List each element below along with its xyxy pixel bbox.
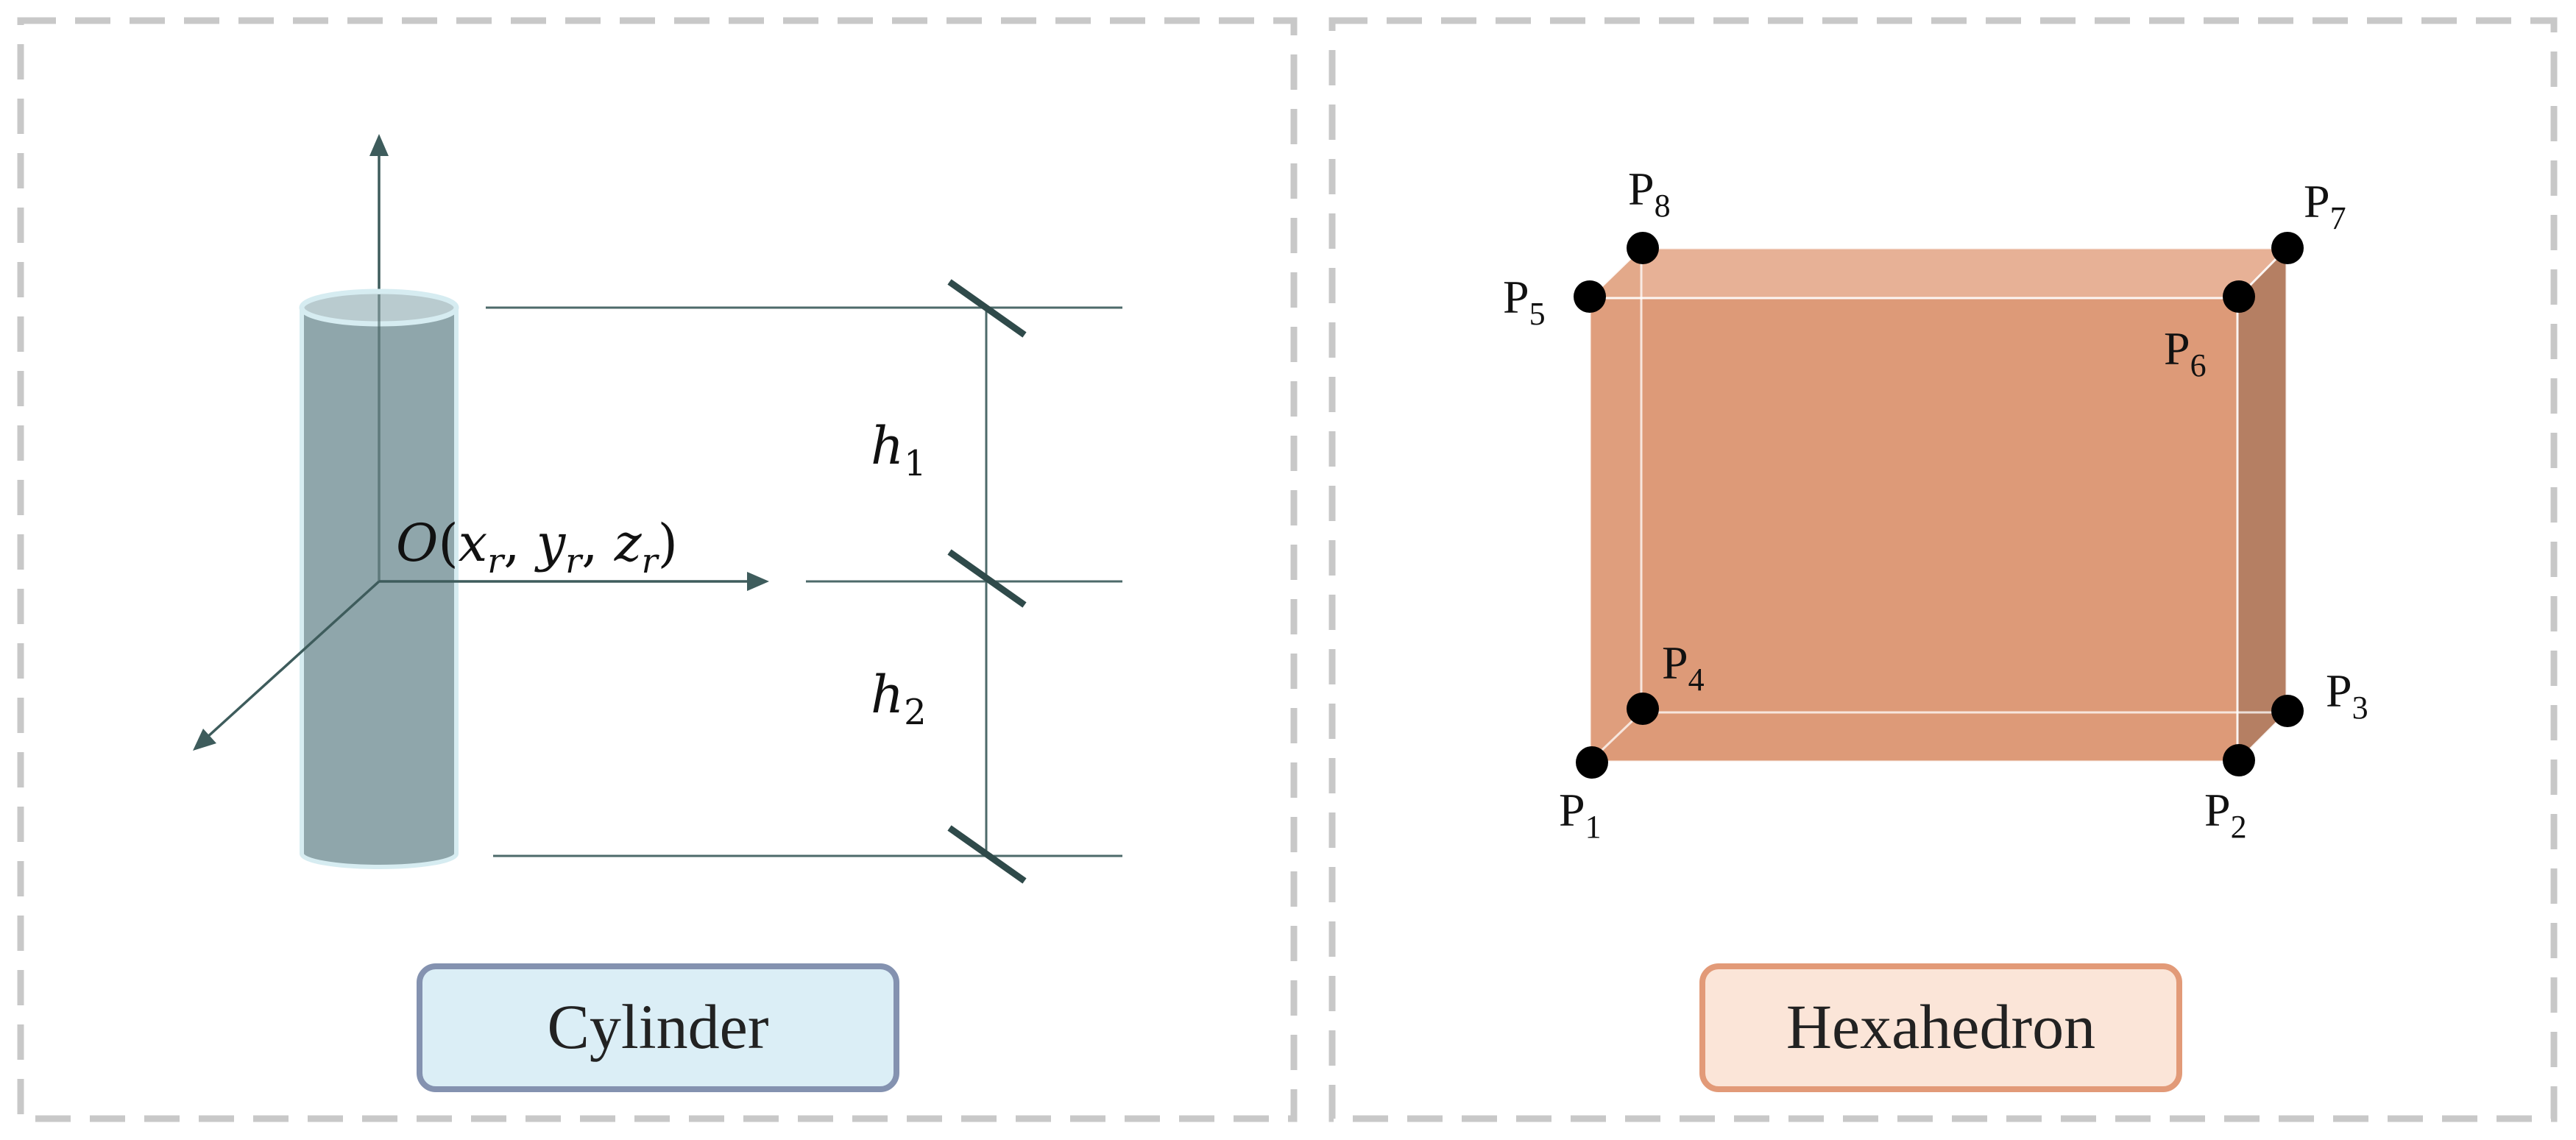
vertex-label-p6: P6 xyxy=(2164,322,2207,383)
vertex-p7 xyxy=(2271,232,2304,264)
origin-label: O(xr, yr, zr) xyxy=(396,513,678,581)
vertex-label-p5: P5 xyxy=(1503,271,1546,332)
vertex-label-p7: P7 xyxy=(2304,175,2346,236)
hexahedron-right-face xyxy=(2237,248,2287,762)
vertex-label-p3: P3 xyxy=(2326,665,2368,726)
cylinder-panel-frame xyxy=(17,17,1298,1122)
vertex-p6 xyxy=(2223,280,2255,313)
hexahedron-caption-text: Hexahedron xyxy=(1786,991,2095,1062)
vertex-p5 xyxy=(1574,280,1606,313)
hexahedron-shape xyxy=(1588,247,2290,763)
top-tick-mark xyxy=(947,279,1027,338)
hexahedron-panel: P1 P2 P3 P4 P5 P6 P7 P8 Hexahedron xyxy=(1328,17,2558,1122)
x-axis-arrowhead xyxy=(747,572,769,591)
h2-label: h2 xyxy=(871,665,927,733)
vertex-p8 xyxy=(1627,232,1659,264)
cylinder-shape xyxy=(299,288,459,869)
hexahedron-top-edges xyxy=(1588,247,2290,300)
cylinder-body xyxy=(300,305,459,869)
cylinder-panel: O(xr, yr, zr) h1 h2 Cylinder xyxy=(17,17,1298,1122)
z-axis-arrowhead xyxy=(369,134,389,156)
vertex-p1 xyxy=(1576,746,1608,779)
vertex-p3 xyxy=(2271,695,2304,727)
h1-label: h1 xyxy=(871,416,927,484)
vertex-p2 xyxy=(2223,744,2255,776)
y-axis-arrowhead xyxy=(193,729,216,751)
vertex-label-p1: P1 xyxy=(1559,784,1602,845)
vertex-label-p4: P4 xyxy=(1662,637,1705,698)
y-axis xyxy=(205,580,381,740)
vertex-label-p2: P2 xyxy=(2204,784,2247,845)
hexahedron-front-face xyxy=(1590,298,2237,762)
vertex-label-p8: P8 xyxy=(1628,163,1671,224)
hexahedron-left-face xyxy=(1590,248,1641,762)
vertex-p4 xyxy=(1627,693,1659,725)
cylinder-caption-box xyxy=(417,963,899,1092)
hexahedron-panel-frame xyxy=(1328,17,2558,1122)
bottom-tick-mark xyxy=(947,825,1027,884)
hexahedron-caption-box xyxy=(1699,963,2182,1092)
hexahedron-top-face xyxy=(1590,248,2287,298)
cylinder-caption-text: Cylinder xyxy=(548,991,769,1062)
middle-tick-mark xyxy=(947,549,1027,608)
